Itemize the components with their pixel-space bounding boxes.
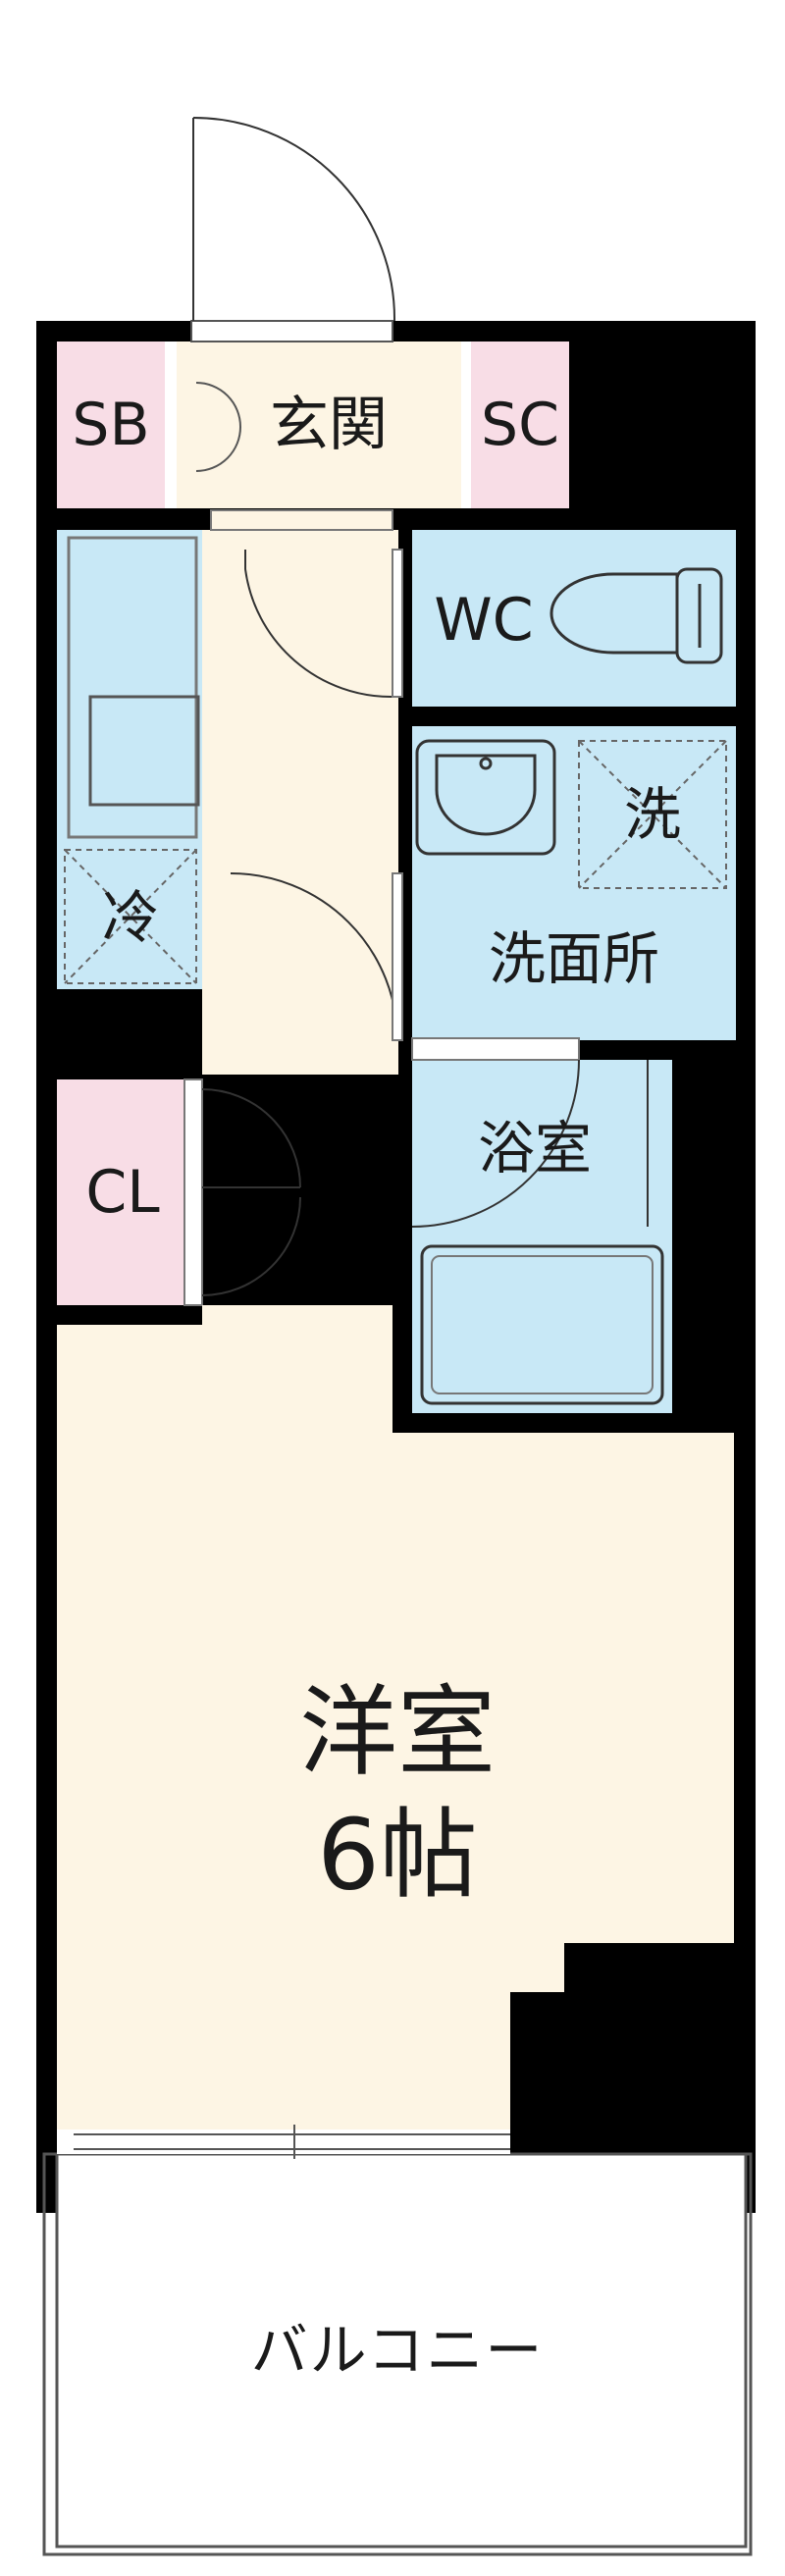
label-main-room-name: 洋室 — [299, 1675, 496, 1790]
storage-closet-area — [471, 342, 569, 508]
closet-area — [57, 1079, 184, 1305]
label-entrance: 玄関 — [270, 391, 388, 459]
balcony-window — [74, 2125, 510, 2159]
toilet-area — [412, 530, 736, 707]
label-closet: CL — [85, 1158, 160, 1227]
label-shoe-box: SB — [72, 391, 149, 459]
fridge-cross — [64, 849, 197, 984]
washroom-area — [412, 726, 736, 1040]
kitchen-area — [57, 530, 202, 844]
corridor — [202, 530, 398, 1075]
label-washroom: 洗面所 — [489, 925, 659, 992]
label-toilet: WC — [434, 586, 533, 655]
shoe-box-area — [57, 342, 165, 508]
sink — [415, 739, 556, 856]
main-room-area — [57, 1305, 734, 2129]
label-bath: 浴室 — [478, 1115, 592, 1182]
entrance-door — [192, 117, 396, 322]
washer-cross — [578, 740, 727, 889]
label-washer: 洗 — [624, 781, 681, 848]
bathtub — [420, 1244, 664, 1405]
label-storage-closet: SC — [481, 391, 559, 459]
balcony-area — [55, 2152, 748, 2549]
label-main-room-size: 6帖 — [317, 1798, 478, 1913]
entrance-area — [177, 342, 461, 508]
label-balcony: バルコニー — [251, 2317, 545, 2384]
label-fridge: 冷 — [102, 884, 159, 951]
toilet-fixture — [550, 567, 723, 664]
